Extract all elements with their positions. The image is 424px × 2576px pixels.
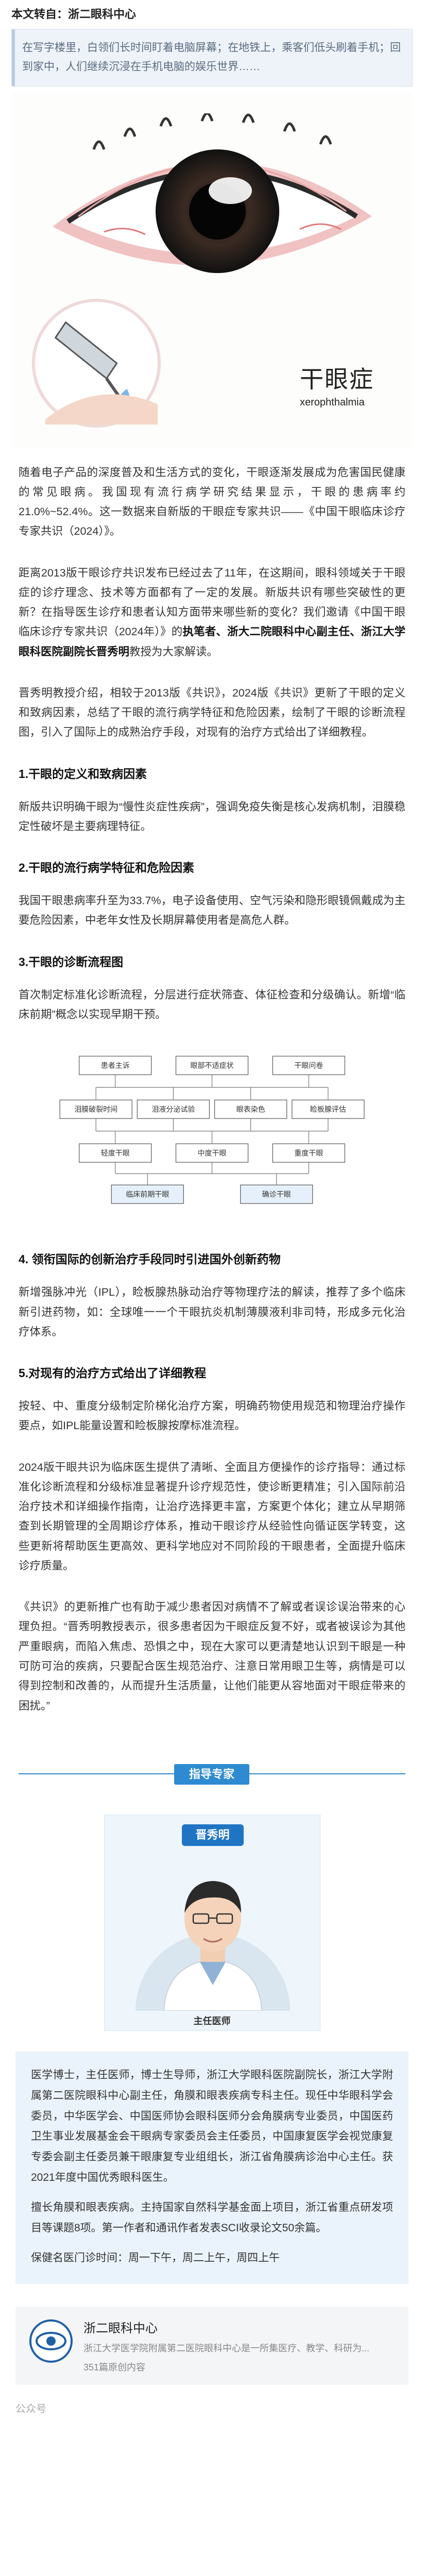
intro-quote: 在写字楼里，白领们长时间盯着电脑屏幕；在地铁上，乘客们低头刷着手机；回到家中，人…	[11, 29, 413, 87]
flow-node-label: 患者主诉	[101, 1061, 130, 1070]
flow-node-label: 中度干眼	[198, 1149, 227, 1157]
flow-node-label: 临床前期干眼	[126, 1190, 169, 1198]
flow-node: 眼表染色	[214, 1099, 287, 1119]
eyedrop-circle	[32, 298, 161, 428]
flow-node: 患者主诉	[79, 1056, 152, 1075]
flow-node-label: 确诊干眼	[262, 1190, 291, 1198]
bio-paragraph-1: 医学博士，主任医师，博士生导师，浙江大学眼科医院副院长，浙江大学附属第二医院眼科…	[31, 2069, 393, 2184]
paragraph-5: 我国干眼患病率升至为33.7%，电子设备使用、空气污染和隐形眼镜佩戴成为主要危险…	[19, 894, 405, 927]
hero-image: 干眼症 xerophthalmia	[11, 92, 413, 448]
flow-node: 泪液分泌试验	[137, 1099, 210, 1119]
account-name: 浙二眼科中心	[83, 2321, 158, 2335]
flow-node-label: 泪膜破裂时间	[74, 1105, 117, 1113]
flow-node-label: 睑板腺评估	[310, 1105, 346, 1113]
eyedrop-icon	[45, 320, 158, 425]
paragraph-4: 新版共识明确干眼为“慢性炎症性疾病”，强调免疫失衡是核心发病机制，泪膜稳定性破坏…	[19, 800, 405, 833]
flow-node-label: 轻度干眼	[101, 1149, 130, 1157]
flow-node: 眼部不适症状	[175, 1056, 249, 1075]
flow-node: 确诊干眼	[240, 1184, 313, 1204]
flow-node-label: 眼表染色	[236, 1105, 265, 1113]
clinic-hours: 保健名医门诊时间：周一下午，周二上午，周四上午	[31, 2251, 280, 2264]
paragraph-9: 2024版干眼共识为临床医生提供了清晰、全面且方便操作的诊疗指导：通过标准化诊断…	[19, 1461, 405, 1572]
flow-node-label: 重度干眼	[294, 1149, 323, 1157]
flow-node: 临床前期干眼	[111, 1184, 184, 1204]
paragraph-8: 按轻、中、重度分级制定阶梯化治疗方案，明确药物使用规范和物理治疗操作要点，如IP…	[19, 1400, 405, 1432]
paragraph-2-text-a: 距离2013版干眼诊疗共识发布已经过去了11年，在这期间，眼科领域关于干眼症的诊…	[19, 566, 405, 638]
flow-node-label: 眼部不适症状	[191, 1061, 234, 1070]
paragraph-10: 《共识》的更新推广也有助于减少患者因对病情不了解或者误诊误治带来的心理负担。“晋…	[19, 1601, 405, 1712]
hero-title: 干眼症	[300, 365, 374, 393]
eye-illustration	[53, 113, 372, 273]
heading-5: 5.对现有的治疗方式给出了详细教程	[19, 1366, 207, 1380]
expert-card: 晋秀明 主任医师	[104, 1814, 320, 2031]
flow-node-label: 泪液分泌试验	[151, 1105, 195, 1113]
article-page: 本文转自：浙二眼科中心 在写字楼里，白领们长时间盯着电脑屏幕；在地铁上，乘客们低…	[0, 8, 424, 2415]
heading-1: 1.干眼的定义和致病因素	[19, 767, 147, 781]
article-body: 随着电子产品的深度普及和生活方式的变化，干眼逐渐发展成为危害国民健康的常见眼病。…	[0, 448, 424, 1716]
paragraph-6: 首次制定标准化诊断流程，分层进行症状筛查、体征检查和分级确认。新增“临床前期”概…	[19, 988, 405, 1021]
footer-label: 公众号	[15, 2403, 46, 2415]
flow-node-label: 干眼问卷	[294, 1061, 323, 1070]
expert-section-header: 指导专家	[0, 1737, 424, 1815]
expert-bio: 医学博士，主任医师，博士生导师，浙江大学眼科医院副院长，浙江大学附属第二医院眼科…	[15, 2051, 409, 2284]
paragraph-7: 新增强脉冲光（IPL），睑板腺热脉动治疗等物理疗法的解读，推荐了多个临床新引进药…	[19, 1286, 405, 1338]
heading-3: 3.干眼的诊断流程图	[19, 955, 124, 969]
flow-node: 泪膜破裂时间	[59, 1099, 132, 1119]
hero-subtitle: xerophthalmia	[300, 396, 365, 408]
flow-node: 干眼问卷	[272, 1056, 345, 1075]
heading-2: 2.干眼的流行病学特征和危险因素	[19, 861, 195, 875]
expert-name: 晋秀明	[181, 1824, 244, 1846]
account-card[interactable]: 浙二眼科中心 浙江大学医学院附属第二医院眼科中心是一所集医疗、教学、科研为...…	[15, 2306, 409, 2385]
flow-node: 睑板腺评估	[292, 1099, 365, 1119]
heading-4: 4. 领衔国际的创新治疗手段同时引进国外创新药物	[19, 1252, 281, 1266]
bio-paragraph-2: 擅长角膜和眼表疾病。主持国家自然科学基金面上项目，浙江省重点研发项目等课题8项。…	[31, 2201, 393, 2234]
flow-node: 中度干眼	[175, 1143, 249, 1163]
doctor-portrait	[135, 1880, 290, 2011]
flow-node: 轻度干眼	[79, 1143, 152, 1163]
expert-title: 主任医师	[193, 2015, 231, 2026]
hospital-logo-icon	[29, 2319, 73, 2363]
paragraph-3: 晋秀明教授介绍，相较于2013版《共识》，2024版《共识》更新了干眼的定义和致…	[19, 686, 405, 739]
paragraph-2-text-b: 教授为大家解读。	[129, 645, 218, 658]
account-post-count: 351篇原创内容	[83, 2362, 146, 2372]
account-description: 浙江大学医学院附属第二医院眼科中心是一所集医疗、教学、科研为...	[83, 2343, 369, 2353]
paragraph-2-author: 执笔者、浙大二院眼科中心副主任、浙江大学眼科医院副院长晋秀明	[19, 625, 405, 658]
paragraph-2: 距离2013版干眼诊疗共识发布已经过去了11年，在这期间，眼科领域关于干眼症的诊…	[19, 563, 405, 662]
paragraph-1: 随着电子产品的深度普及和生活方式的变化，干眼逐渐发展成为危害国民健康的常见眼病。…	[19, 466, 405, 538]
flow-node: 重度干眼	[272, 1143, 345, 1163]
source-line: 本文转自：浙二眼科中心	[11, 8, 137, 21]
expert-section-label: 指导专家	[174, 1764, 249, 1785]
account-info: 浙二眼科中心 浙江大学医学院附属第二医院眼科中心是一所集医疗、教学、科研为...…	[83, 2318, 369, 2374]
